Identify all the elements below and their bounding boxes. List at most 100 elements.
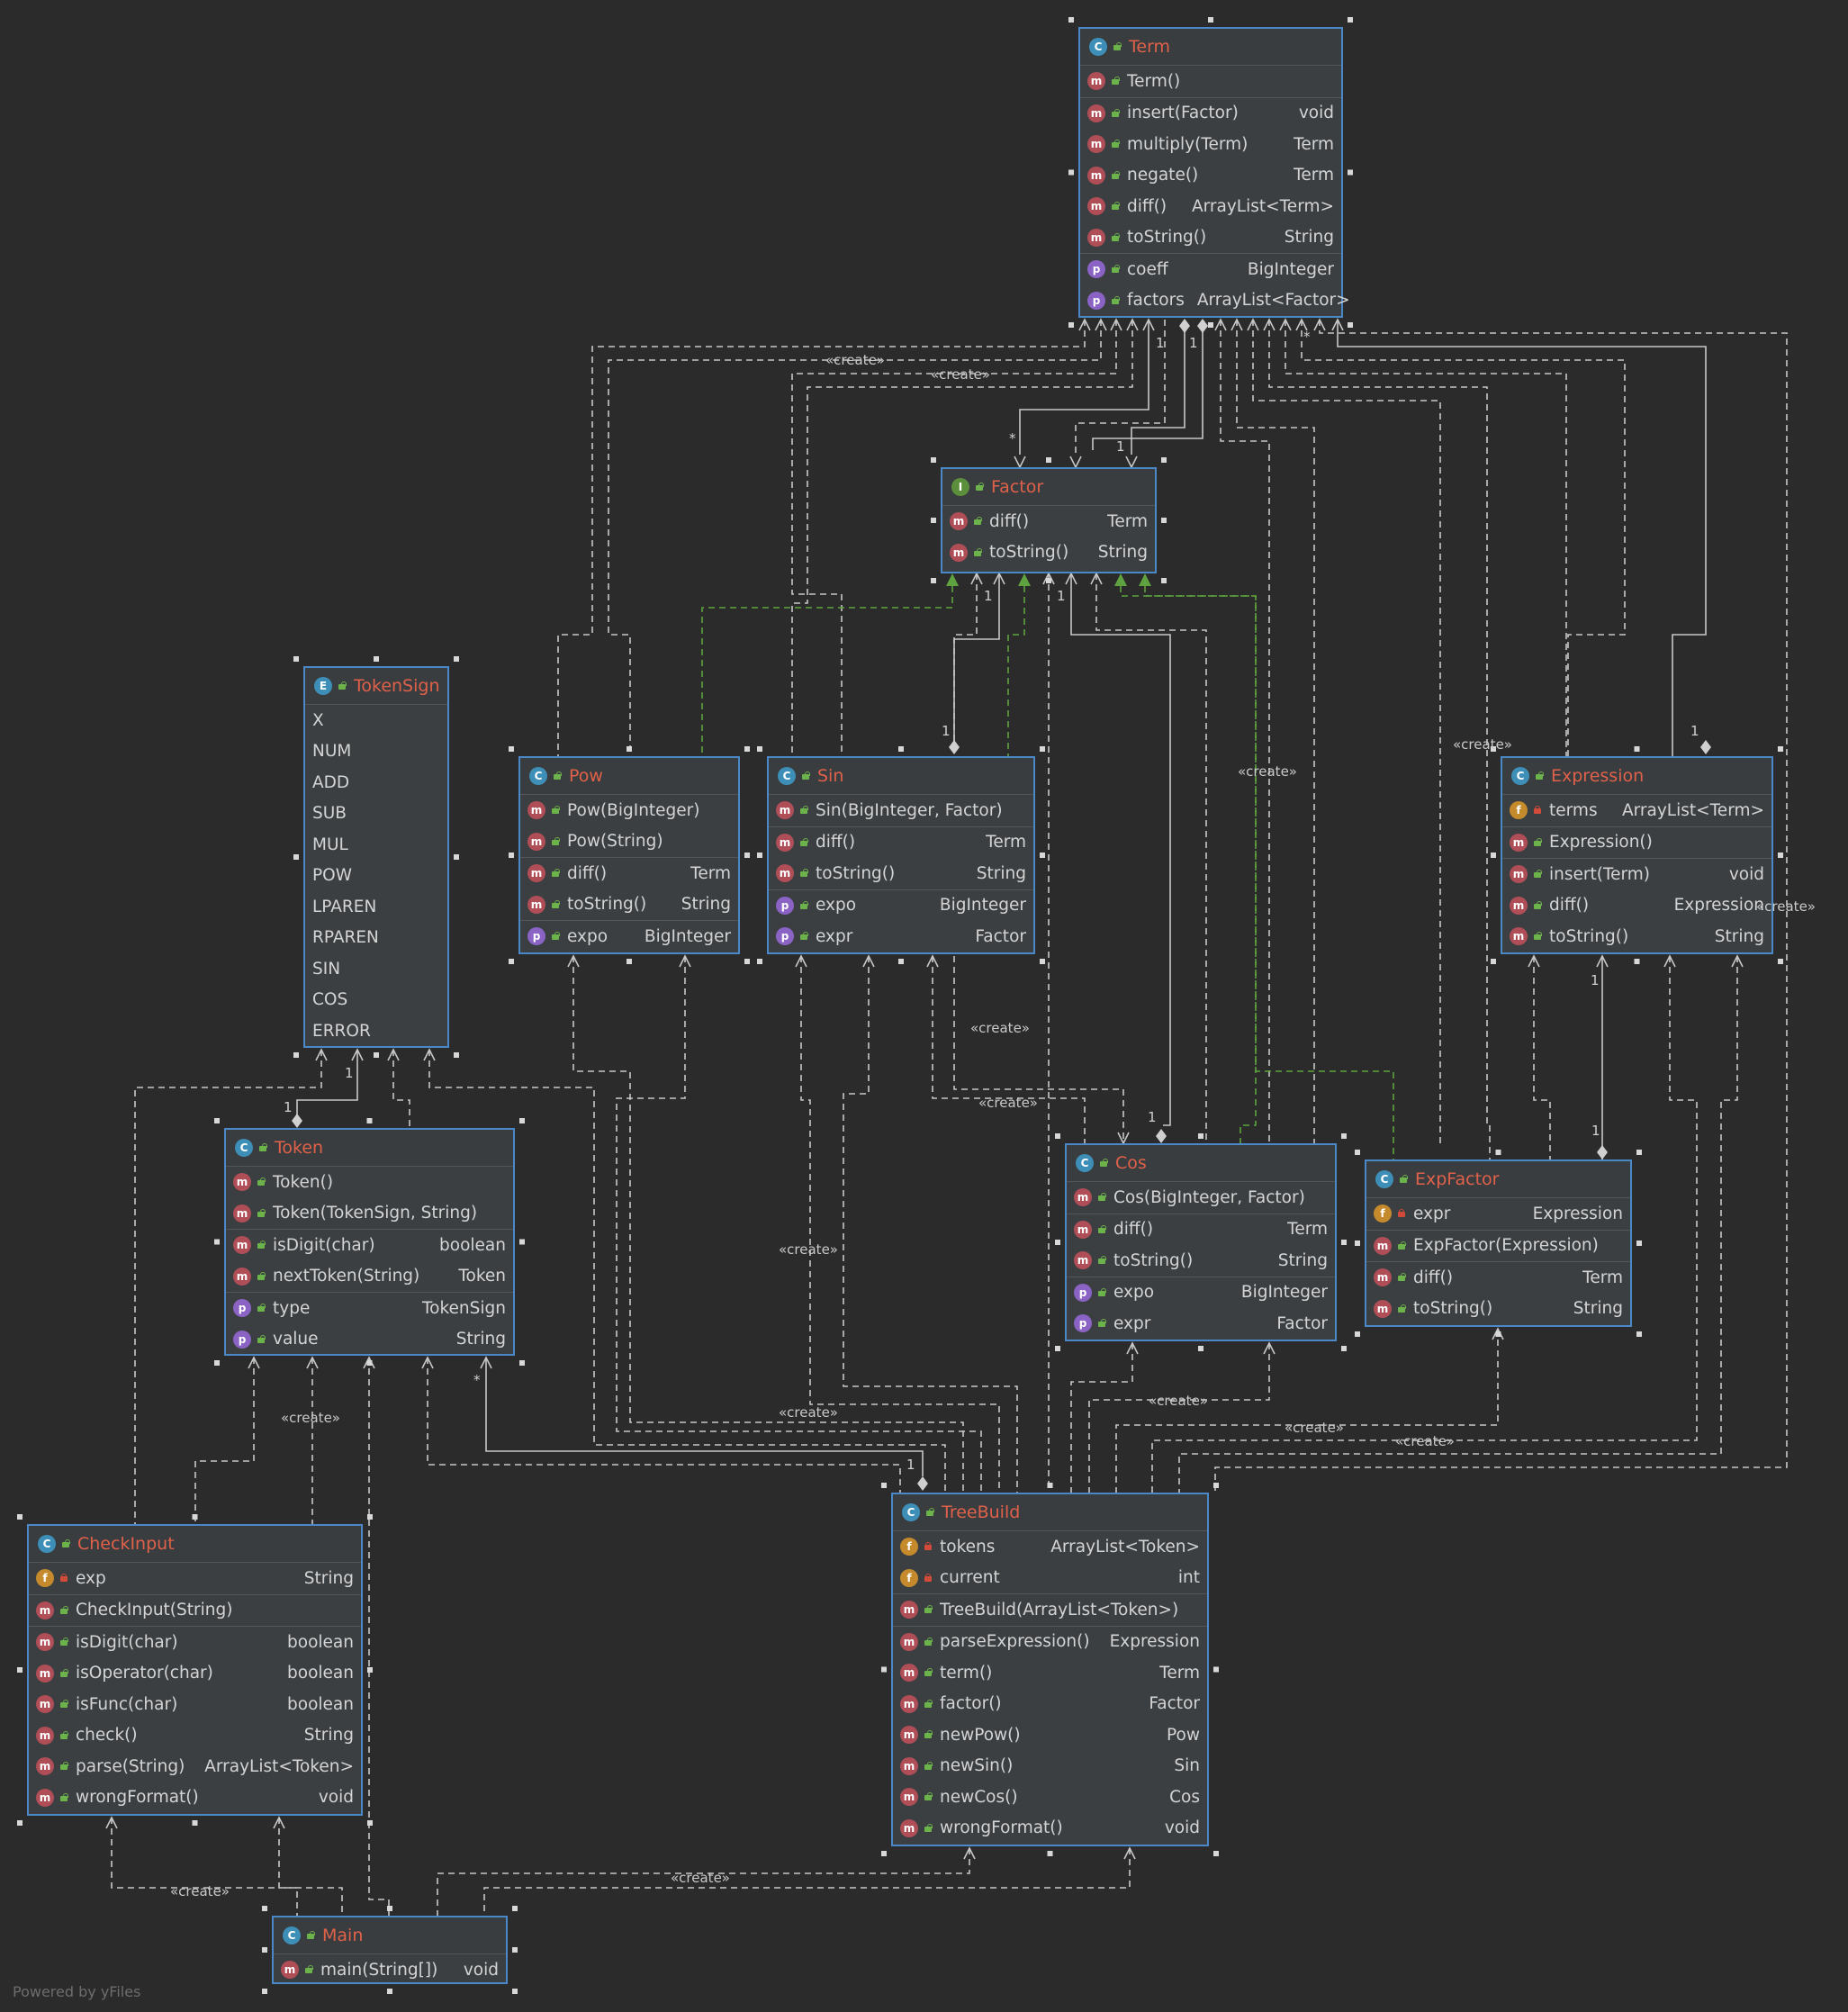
selection-handle[interactable] xyxy=(744,746,750,752)
selection-handle[interactable] xyxy=(1341,1240,1347,1245)
selection-handle[interactable] xyxy=(1348,17,1353,23)
selection-handle[interactable] xyxy=(17,1820,23,1826)
selection-handle[interactable] xyxy=(1341,1346,1347,1351)
selection-handle[interactable] xyxy=(214,1118,220,1123)
selection-handle[interactable] xyxy=(1491,959,1496,964)
selection-handle[interactable] xyxy=(1213,1666,1219,1673)
selection-handle[interactable] xyxy=(881,1483,887,1488)
selection-handle[interactable] xyxy=(387,1989,392,1994)
selection-handle[interactable] xyxy=(366,1118,373,1123)
selection-handle[interactable] xyxy=(1161,457,1167,463)
selection-handle[interactable] xyxy=(1634,746,1640,752)
enum-constant[interactable]: SIN xyxy=(312,959,341,979)
selection-handle[interactable] xyxy=(387,1906,392,1911)
selection-handle[interactable] xyxy=(931,518,936,523)
selection-handle[interactable] xyxy=(367,1667,373,1673)
selection-handle[interactable] xyxy=(509,746,514,752)
selection-handle[interactable] xyxy=(627,746,632,752)
enum-constant[interactable]: RPAREN xyxy=(312,928,379,948)
selection-handle[interactable] xyxy=(509,959,514,964)
selection-handle[interactable] xyxy=(509,853,514,858)
selection-handle[interactable] xyxy=(374,656,379,662)
selection-handle[interactable] xyxy=(931,578,936,583)
selection-handle[interactable] xyxy=(519,1118,525,1123)
selection-handle[interactable] xyxy=(1213,1483,1219,1488)
selection-handle[interactable] xyxy=(1348,322,1353,328)
enum-constant[interactable]: POW xyxy=(312,866,353,886)
selection-handle[interactable] xyxy=(214,1239,220,1245)
enum-constant[interactable]: SUB xyxy=(312,804,347,824)
selection-handle[interactable] xyxy=(1198,1133,1203,1139)
selection-handle[interactable] xyxy=(1778,746,1783,752)
selection-handle[interactable] xyxy=(1778,853,1783,858)
enum-constant[interactable]: ADD xyxy=(312,772,350,792)
selection-handle[interactable] xyxy=(262,1989,267,1994)
selection-handle[interactable] xyxy=(262,1947,267,1953)
selection-handle[interactable] xyxy=(881,1666,887,1673)
selection-handle[interactable] xyxy=(454,1052,459,1058)
selection-handle[interactable] xyxy=(1161,518,1167,523)
selection-handle[interactable] xyxy=(512,1989,518,1994)
selection-handle[interactable] xyxy=(1198,1346,1203,1351)
selection-handle[interactable] xyxy=(1046,457,1051,463)
selection-handle[interactable] xyxy=(512,1947,518,1953)
selection-handle[interactable] xyxy=(757,959,762,964)
selection-handle[interactable] xyxy=(744,853,750,858)
selection-handle[interactable] xyxy=(17,1667,23,1673)
selection-handle[interactable] xyxy=(1046,578,1051,583)
selection-handle[interactable] xyxy=(898,959,904,964)
selection-handle[interactable] xyxy=(898,746,904,752)
selection-handle[interactable] xyxy=(1495,1331,1501,1337)
selection-handle[interactable] xyxy=(1636,1241,1642,1246)
selection-handle[interactable] xyxy=(367,1514,373,1520)
selection-handle[interactable] xyxy=(1161,578,1167,583)
selection-handle[interactable] xyxy=(1634,959,1640,964)
selection-handle[interactable] xyxy=(931,457,936,463)
selection-handle[interactable] xyxy=(1068,322,1074,328)
selection-handle[interactable] xyxy=(454,854,459,860)
selection-handle[interactable] xyxy=(1040,959,1045,964)
selection-handle[interactable] xyxy=(1491,746,1496,752)
selection-handle[interactable] xyxy=(1213,1851,1219,1856)
selection-handle[interactable] xyxy=(1208,17,1213,23)
selection-handle[interactable] xyxy=(293,656,299,662)
